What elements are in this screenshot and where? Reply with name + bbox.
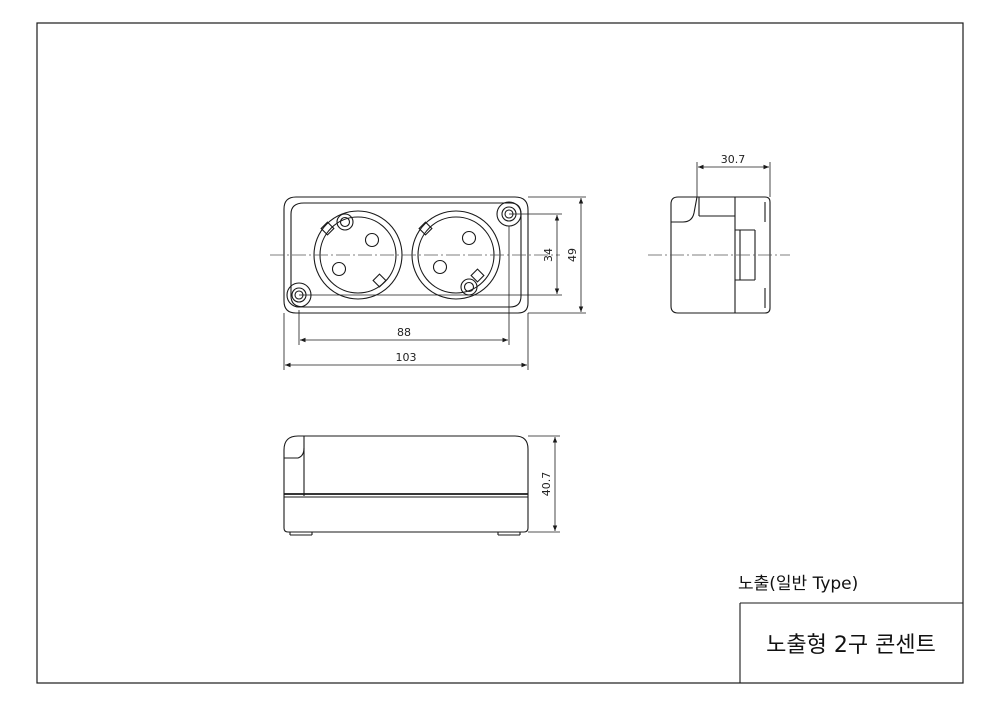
dim-49-label: 49	[566, 248, 579, 262]
dim-88-label: 88	[397, 326, 411, 339]
drawing-title: 노출형 2구 콘센트	[766, 633, 936, 658]
dim-30-7-label: 30.7	[721, 153, 746, 166]
dim-103-label: 103	[396, 351, 417, 364]
front-dimensions	[283, 196, 586, 370]
bottom-view	[283, 435, 529, 536]
drawing-frame	[36, 22, 964, 684]
socket-right	[411, 210, 501, 300]
dim-40-7-label: 40.7	[540, 472, 553, 497]
side-dimensions	[696, 162, 771, 197]
bottom-dimensions	[528, 435, 560, 533]
dim-34-label: 34	[542, 248, 555, 262]
type-label: 노출(일반 Type)	[738, 574, 858, 594]
title-block	[739, 602, 963, 683]
